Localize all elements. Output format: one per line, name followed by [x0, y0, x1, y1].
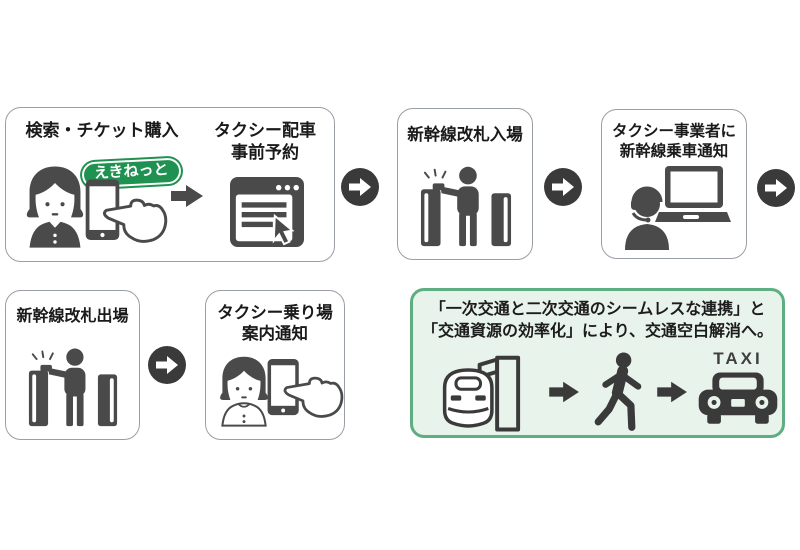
- summary-line2: 「交通資源の効率化」により、交通空白解消へ。: [421, 323, 774, 341]
- step-box-notify-operator: タクシー事業者に 新幹線乗車通知: [601, 109, 747, 259]
- step-title-search-purchase: 検索・チケット購入: [25, 121, 179, 140]
- step-arrow-icon-4: [148, 346, 186, 384]
- taxi-stand-line1: タクシー乗り場: [217, 304, 333, 322]
- smartphone-tap-icon: [85, 179, 168, 243]
- step-box-taxi-stand-notice: タクシー乗り場 案内通知: [205, 290, 345, 440]
- step-title-taxi-stand: タクシー乗り場 案内通知: [206, 303, 344, 345]
- woman-user-icon: [26, 166, 84, 248]
- step-arrow-icon-2: [544, 168, 582, 206]
- summary-panel: 「一次交通と二次交通のシームレスな連携」と 「交通資源の効率化」により、交通空白…: [410, 288, 785, 438]
- browser-booking-icon: [230, 176, 304, 248]
- taxi-car-icon: [698, 372, 778, 424]
- summary-arrow-icon-2: [657, 381, 687, 403]
- notify-operator-line2: 新幹線乗車通知: [619, 142, 729, 160]
- taxi-stand-line2: 案内通知: [242, 325, 308, 344]
- summary-line1: 「一次交通と二次交通のシームレスな連携」と: [429, 301, 766, 318]
- step-box-gate-exit: 新幹線改札出場: [5, 290, 140, 440]
- ticket-gate-exit-icon: [28, 348, 118, 427]
- step-box-search-and-reserve: 検索・チケット購入 タクシー配車 事前予約 えきねっと: [5, 107, 335, 262]
- smartphone-notify-icon: [267, 359, 344, 418]
- step-arrow-icon-1: [341, 168, 379, 206]
- step-title-taxi-reserve: タクシー配車 事前予約: [202, 120, 328, 164]
- walking-person-icon: [594, 352, 642, 431]
- operator-laptop-icon: [625, 166, 731, 250]
- taxi-reserve-line2: 事前予約: [231, 142, 299, 162]
- taxi-sign-label: TAXI: [713, 349, 763, 368]
- step-box-gate-entry: 新幹線改札入場: [397, 108, 533, 260]
- summary-text: 「一次交通と二次交通のシームレスな連携」と 「交通資源の効率化」により、交通空白…: [413, 299, 782, 344]
- step-arrow-icon-3: [757, 169, 795, 207]
- flow-arrow-icon: [171, 185, 203, 207]
- woman-outline-icon: [220, 356, 268, 427]
- shinkansen-station-icon: [442, 355, 521, 432]
- taxi-reserve-line1: タクシー配車: [214, 121, 316, 140]
- step-title-notify-operator: タクシー事業者に 新幹線乗車通知: [602, 122, 746, 162]
- step-title-gate-exit: 新幹線改札出場: [16, 308, 129, 325]
- ticket-gate-tap-icon: [420, 166, 512, 247]
- summary-arrow-icon-1: [549, 381, 579, 403]
- notify-operator-line1: タクシー事業者に: [611, 123, 736, 140]
- step-title-gate-entry: 新幹線改札入場: [407, 126, 523, 144]
